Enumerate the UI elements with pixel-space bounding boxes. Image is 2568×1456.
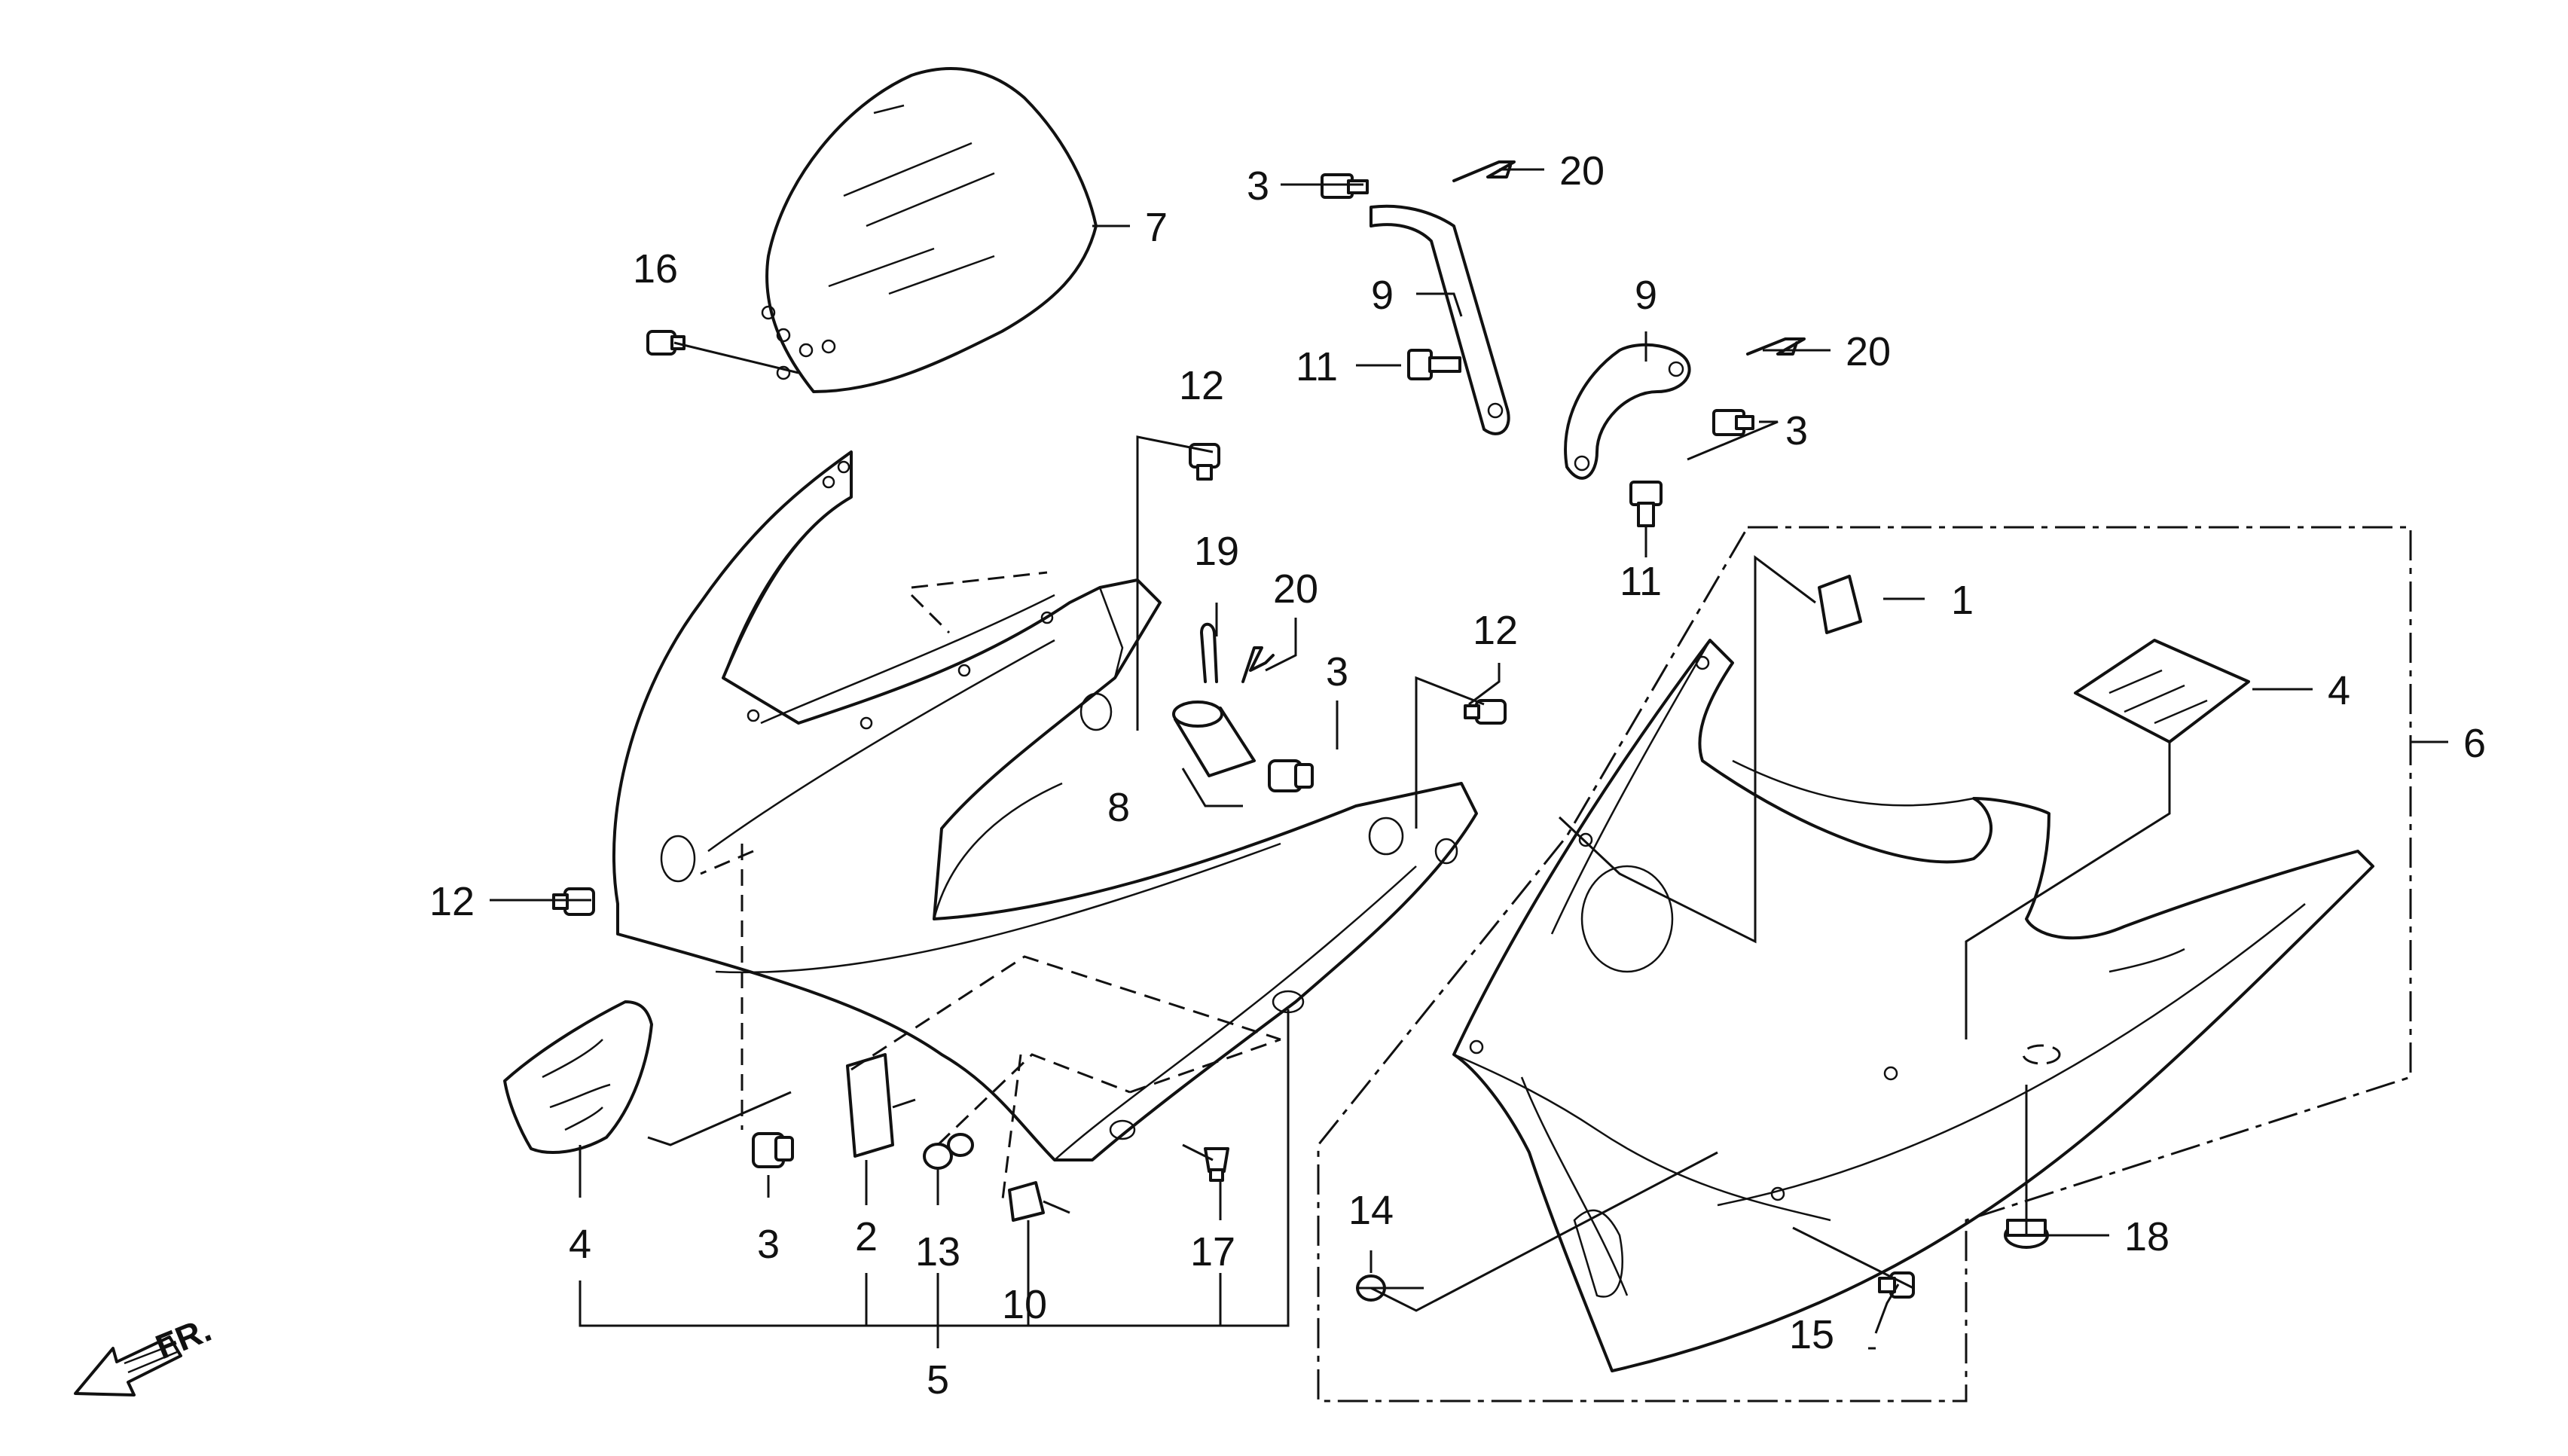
callout-17: 17 xyxy=(1190,1229,1235,1274)
upper-cowl-part xyxy=(612,450,1478,1161)
leader-lines xyxy=(490,168,2448,1350)
callout-3-mid: 3 xyxy=(1326,649,1348,694)
callout-2: 2 xyxy=(855,1214,878,1259)
pad-part-4-left xyxy=(503,1000,653,1154)
stay-part-left xyxy=(1369,204,1510,435)
callout-20-mid: 20 xyxy=(1273,566,1318,612)
clip-part-20-right xyxy=(1746,337,1806,356)
callout-10: 10 xyxy=(1002,1282,1047,1327)
callout-19: 19 xyxy=(1194,529,1239,574)
seal-part-2 xyxy=(846,1053,894,1158)
pad-part-4-right xyxy=(2074,639,2250,743)
callout-15: 15 xyxy=(1789,1312,1834,1357)
callout-9-right: 9 xyxy=(1635,273,1657,318)
callout-16: 16 xyxy=(633,246,678,292)
bolt-part-3-right xyxy=(1712,409,1754,436)
lower-cowl-group-outline xyxy=(1317,526,2412,1403)
callout-3-top: 3 xyxy=(1247,163,1269,209)
callout-8: 8 xyxy=(1107,785,1130,830)
assembly-dashed-lines xyxy=(700,571,1281,1206)
callout-3-bottom: 3 xyxy=(757,1222,780,1267)
callout-5: 5 xyxy=(927,1357,949,1403)
screw-part-12-top xyxy=(1189,443,1220,481)
callout-12-top: 12 xyxy=(1179,363,1224,408)
callout-12-left: 12 xyxy=(429,879,475,924)
lower-cowl-part xyxy=(1452,639,2374,1372)
stay-part-right xyxy=(1564,343,1691,480)
callout-12-mid: 12 xyxy=(1473,608,1518,653)
collar-part-3-mid xyxy=(1268,759,1314,792)
callout-11-left: 11 xyxy=(1296,344,1338,389)
screw-part-12-left xyxy=(552,887,595,916)
callout-13: 13 xyxy=(915,1229,960,1274)
screw-part-12-mid xyxy=(1464,699,1507,725)
screw-part-16 xyxy=(646,330,686,356)
screw-part-17 xyxy=(1204,1147,1229,1182)
callout-20-top: 20 xyxy=(1559,148,1605,194)
screw-part-11-right xyxy=(1629,481,1663,527)
callout-20-right: 20 xyxy=(1846,329,1891,374)
pin-part-19 xyxy=(1200,622,1218,683)
callout-18: 18 xyxy=(2124,1214,2170,1259)
collar-part-8 xyxy=(1172,701,1256,777)
bolt-part-3-top xyxy=(1321,173,1369,199)
screw-part-11-left xyxy=(1407,349,1461,380)
windscreen-part xyxy=(761,67,1098,393)
callout-labels: 1 2 3 3 3 3 4 4 5 6 7 8 9 9 10 11 11 12 … xyxy=(429,148,2486,1403)
callout-7: 7 xyxy=(1145,205,1168,250)
callout-14: 14 xyxy=(1348,1188,1394,1233)
grommet-part-18 xyxy=(2004,1044,2061,1249)
callout-4-right: 4 xyxy=(2328,668,2350,713)
rubber-part-1 xyxy=(1818,575,1862,634)
callout-3-right: 3 xyxy=(1785,408,1808,453)
clip-part-20-mid xyxy=(1241,646,1275,683)
callout-1: 1 xyxy=(1951,578,1974,623)
callout-6: 6 xyxy=(2463,721,2486,766)
callout-11-right: 11 xyxy=(1620,559,1662,604)
clip-part-20-top xyxy=(1452,160,1516,182)
nut-part-13 xyxy=(923,1133,974,1170)
front-direction-indicator: FR. xyxy=(74,1309,216,1396)
callout-4-left: 4 xyxy=(569,1222,591,1267)
collar-part-3-bottom xyxy=(752,1132,794,1168)
callout-9-left: 9 xyxy=(1371,273,1394,318)
clip-part-10 xyxy=(1008,1181,1045,1222)
